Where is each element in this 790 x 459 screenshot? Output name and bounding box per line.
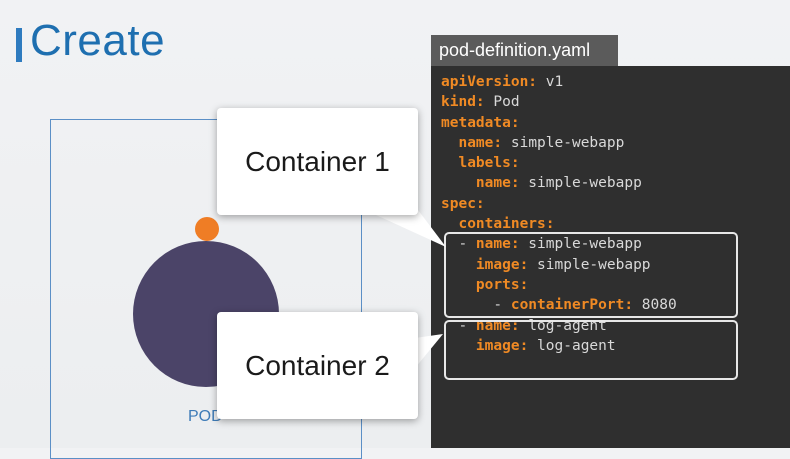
- code-indent: [441, 175, 476, 191]
- yaml-key: image:: [475, 256, 529, 273]
- callout-pointer-1: [365, 210, 446, 247]
- code-line: name: simple-webapp: [441, 173, 677, 193]
- pod-label: POD: [188, 408, 223, 425]
- code-line: containers:: [441, 214, 677, 234]
- yaml-key: name:: [475, 236, 520, 253]
- code-line: apiVersion: v1: [441, 72, 677, 92]
- code-line: image: simple-webapp: [441, 255, 677, 275]
- callout-pointer-2: [415, 334, 443, 368]
- yaml-value: 8080: [633, 297, 677, 314]
- code-line: metadata:: [441, 113, 677, 133]
- yaml-key: apiVersion:: [441, 74, 538, 90]
- yaml-value: simple-webapp: [519, 236, 642, 253]
- yaml-key: name:: [475, 175, 520, 192]
- yaml-key: image:: [475, 337, 529, 354]
- code-line: ports:: [441, 275, 677, 295]
- yaml-key: ports:: [475, 276, 529, 293]
- code-line: - name: simple-webapp: [441, 234, 677, 254]
- yaml-key: spec:: [441, 195, 485, 212]
- yaml-value: simple-webapp: [502, 134, 625, 151]
- container2-highlight: [444, 320, 738, 380]
- yaml-key: name:: [458, 134, 503, 151]
- code-line: kind: Pod: [441, 92, 677, 112]
- yaml-value: v1: [537, 74, 564, 90]
- callout-container-1: Container 1: [217, 108, 418, 215]
- yaml-value: simple-webapp: [528, 256, 651, 273]
- yaml-key: containerPort:: [510, 297, 634, 314]
- code-indent: -: [441, 317, 476, 334]
- code-line: labels:: [441, 153, 677, 173]
- callout-container-2: Container 2: [217, 312, 418, 419]
- yaml-key: labels:: [458, 155, 520, 172]
- code-indent: [441, 135, 458, 151]
- yaml-value: simple-webapp: [519, 175, 642, 192]
- title-accent-bar: [16, 28, 22, 62]
- code-line: spec:: [441, 194, 677, 214]
- yaml-key: kind:: [441, 94, 485, 111]
- yaml-key: containers:: [458, 216, 555, 233]
- code-indent: -: [441, 297, 511, 314]
- yaml-value: log-agent: [528, 337, 616, 354]
- code-indent: -: [441, 236, 476, 253]
- file-tab[interactable]: pod-definition.yaml: [431, 35, 618, 66]
- container1-highlight: [444, 232, 738, 318]
- code-line: image: log-agent: [441, 336, 677, 356]
- code-indent: [441, 155, 458, 171]
- code-line: name: simple-webapp: [441, 133, 677, 153]
- page-title: Create: [30, 16, 166, 65]
- code-editor-panel: [431, 66, 790, 448]
- code-line: - containerPort: 8080: [441, 295, 677, 315]
- yaml-key: metadata:: [441, 114, 520, 131]
- yaml-value: Pod: [484, 94, 520, 111]
- pod-connector-dot: [195, 217, 219, 241]
